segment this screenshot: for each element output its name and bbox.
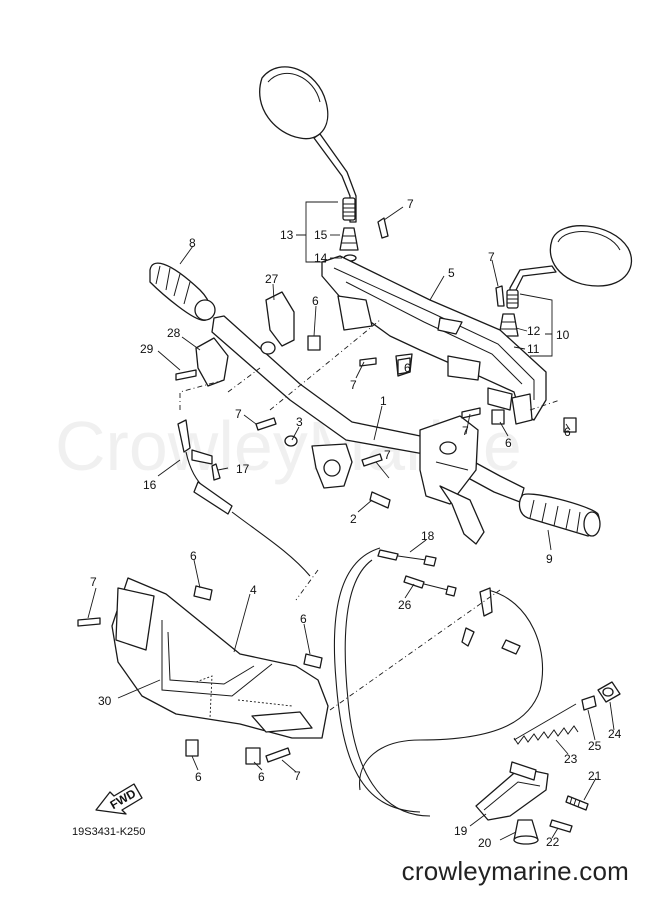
- screw-7-left[interactable]: [255, 417, 277, 431]
- callout-17[interactable]: 17: [236, 462, 250, 476]
- callout-11[interactable]: 11: [527, 342, 540, 356]
- callout-6d[interactable]: 6: [190, 549, 197, 563]
- screw-17[interactable]: [211, 463, 221, 481]
- adjuster-nut[interactable]: [597, 681, 621, 703]
- callout-13[interactable]: 13: [280, 228, 294, 242]
- callout-7e[interactable]: 7: [384, 448, 391, 462]
- callout-7h[interactable]: 7: [294, 769, 301, 783]
- front-cover[interactable]: [111, 577, 329, 739]
- callout-29[interactable]: 29: [140, 342, 154, 356]
- handle-bracket[interactable]: [321, 255, 547, 425]
- callout-4[interactable]: 4: [250, 583, 257, 597]
- bolt-2[interactable]: [369, 491, 391, 509]
- clip-6-center[interactable]: [397, 357, 411, 375]
- callout-23[interactable]: 23: [564, 752, 578, 766]
- clip-6-far-right[interactable]: [563, 417, 577, 433]
- callout-26[interactable]: 26: [398, 598, 412, 612]
- callout-25[interactable]: 25: [588, 739, 602, 753]
- brake-lever-assembly[interactable]: [419, 415, 485, 545]
- clip-6-upper-right[interactable]: [491, 409, 505, 425]
- screw-29[interactable]: [175, 369, 197, 381]
- screw-7-center[interactable]: [359, 357, 377, 367]
- screw-7-cover-left[interactable]: [77, 617, 101, 627]
- return-spring[interactable]: [513, 703, 579, 745]
- long-cable-loops[interactable]: [333, 547, 544, 817]
- callout-20[interactable]: 20: [478, 836, 492, 850]
- callout-6b[interactable]: 6: [505, 436, 512, 450]
- mirror-rubber-cover[interactable]: [339, 227, 359, 251]
- callout-labels: 1 2 3 4 5 6 6 6 6 6 6 6 6 7 7 7 7 7 7 7 …: [90, 197, 622, 850]
- callout-14[interactable]: 14: [314, 251, 328, 265]
- clip-6-bottom-mid[interactable]: [245, 747, 261, 765]
- screw-7-cover-bottom[interactable]: [265, 747, 291, 763]
- callout-8[interactable]: 8: [189, 236, 196, 250]
- fwd-arrow-icon: FWD: [95, 783, 143, 815]
- clip-6-cover-top[interactable]: [193, 585, 213, 601]
- callout-7a[interactable]: 7: [407, 197, 414, 211]
- bolt-22[interactable]: [549, 819, 573, 833]
- callout-7g[interactable]: 7: [90, 575, 97, 589]
- callout-6h[interactable]: 6: [404, 361, 411, 375]
- callout-18[interactable]: 18: [421, 529, 435, 543]
- callout-3[interactable]: 3: [296, 415, 303, 429]
- cable-bracket[interactable]: [475, 761, 549, 821]
- callout-9[interactable]: 9: [546, 552, 553, 566]
- callout-30[interactable]: 30: [98, 694, 112, 708]
- callout-7c[interactable]: 7: [350, 378, 357, 392]
- screw-7-right[interactable]: [495, 285, 505, 307]
- switch-cover-lower[interactable]: [195, 337, 229, 387]
- callout-1[interactable]: 1: [380, 394, 387, 408]
- cable-holder-3[interactable]: [284, 435, 298, 447]
- clip-6-upper-left[interactable]: [307, 335, 321, 351]
- callout-27[interactable]: 27: [265, 272, 279, 286]
- callout-24[interactable]: 24: [608, 727, 622, 741]
- right-mirror[interactable]: [506, 225, 633, 309]
- right-mirror-rubber-cover[interactable]: [498, 313, 519, 337]
- switch-cover-upper[interactable]: [260, 291, 295, 355]
- clip-6-bottom-left[interactable]: [185, 739, 199, 757]
- callout-2[interactable]: 2: [350, 512, 357, 526]
- callout-6a[interactable]: 6: [312, 294, 319, 308]
- bolt-21[interactable]: [565, 795, 589, 811]
- cable-end-25[interactable]: [581, 695, 597, 711]
- screw-7-top[interactable]: [377, 217, 389, 239]
- callout-7f[interactable]: 7: [462, 424, 469, 438]
- callout-5[interactable]: 5: [448, 266, 455, 280]
- callout-6f[interactable]: 6: [195, 770, 202, 784]
- callout-7d[interactable]: 7: [235, 407, 242, 421]
- right-grip[interactable]: [518, 493, 601, 537]
- callout-15[interactable]: 15: [314, 228, 328, 242]
- rubber-damper[interactable]: [513, 819, 539, 845]
- callout-7b[interactable]: 7: [488, 250, 495, 264]
- front-brake-cable[interactable]: [377, 549, 457, 597]
- leader-lines: [87, 201, 615, 841]
- left-grip[interactable]: [149, 262, 216, 321]
- callout-28[interactable]: 28: [167, 326, 181, 340]
- left-mirror[interactable]: [259, 66, 357, 223]
- clip-6-cover-right[interactable]: [303, 653, 323, 669]
- callout-6g[interactable]: 6: [258, 770, 265, 784]
- callout-6e[interactable]: 6: [300, 612, 307, 626]
- diagram-code: 19S3431-K250: [72, 826, 146, 838]
- site-url[interactable]: crowleymarine.com: [401, 856, 629, 886]
- screw-7-bracket[interactable]: [461, 407, 481, 419]
- screw-7-clamp[interactable]: [361, 453, 383, 467]
- callout-6c[interactable]: 6: [564, 425, 571, 439]
- callout-16[interactable]: 16: [143, 478, 157, 492]
- callout-19[interactable]: 19: [454, 824, 468, 838]
- callout-21[interactable]: 21: [588, 769, 602, 783]
- callout-12[interactable]: 12: [527, 324, 541, 338]
- callout-22[interactable]: 22: [546, 835, 560, 849]
- callout-10[interactable]: 10: [556, 328, 570, 342]
- throttle-cable[interactable]: [177, 419, 311, 577]
- handlebar-clamp[interactable]: [311, 443, 353, 489]
